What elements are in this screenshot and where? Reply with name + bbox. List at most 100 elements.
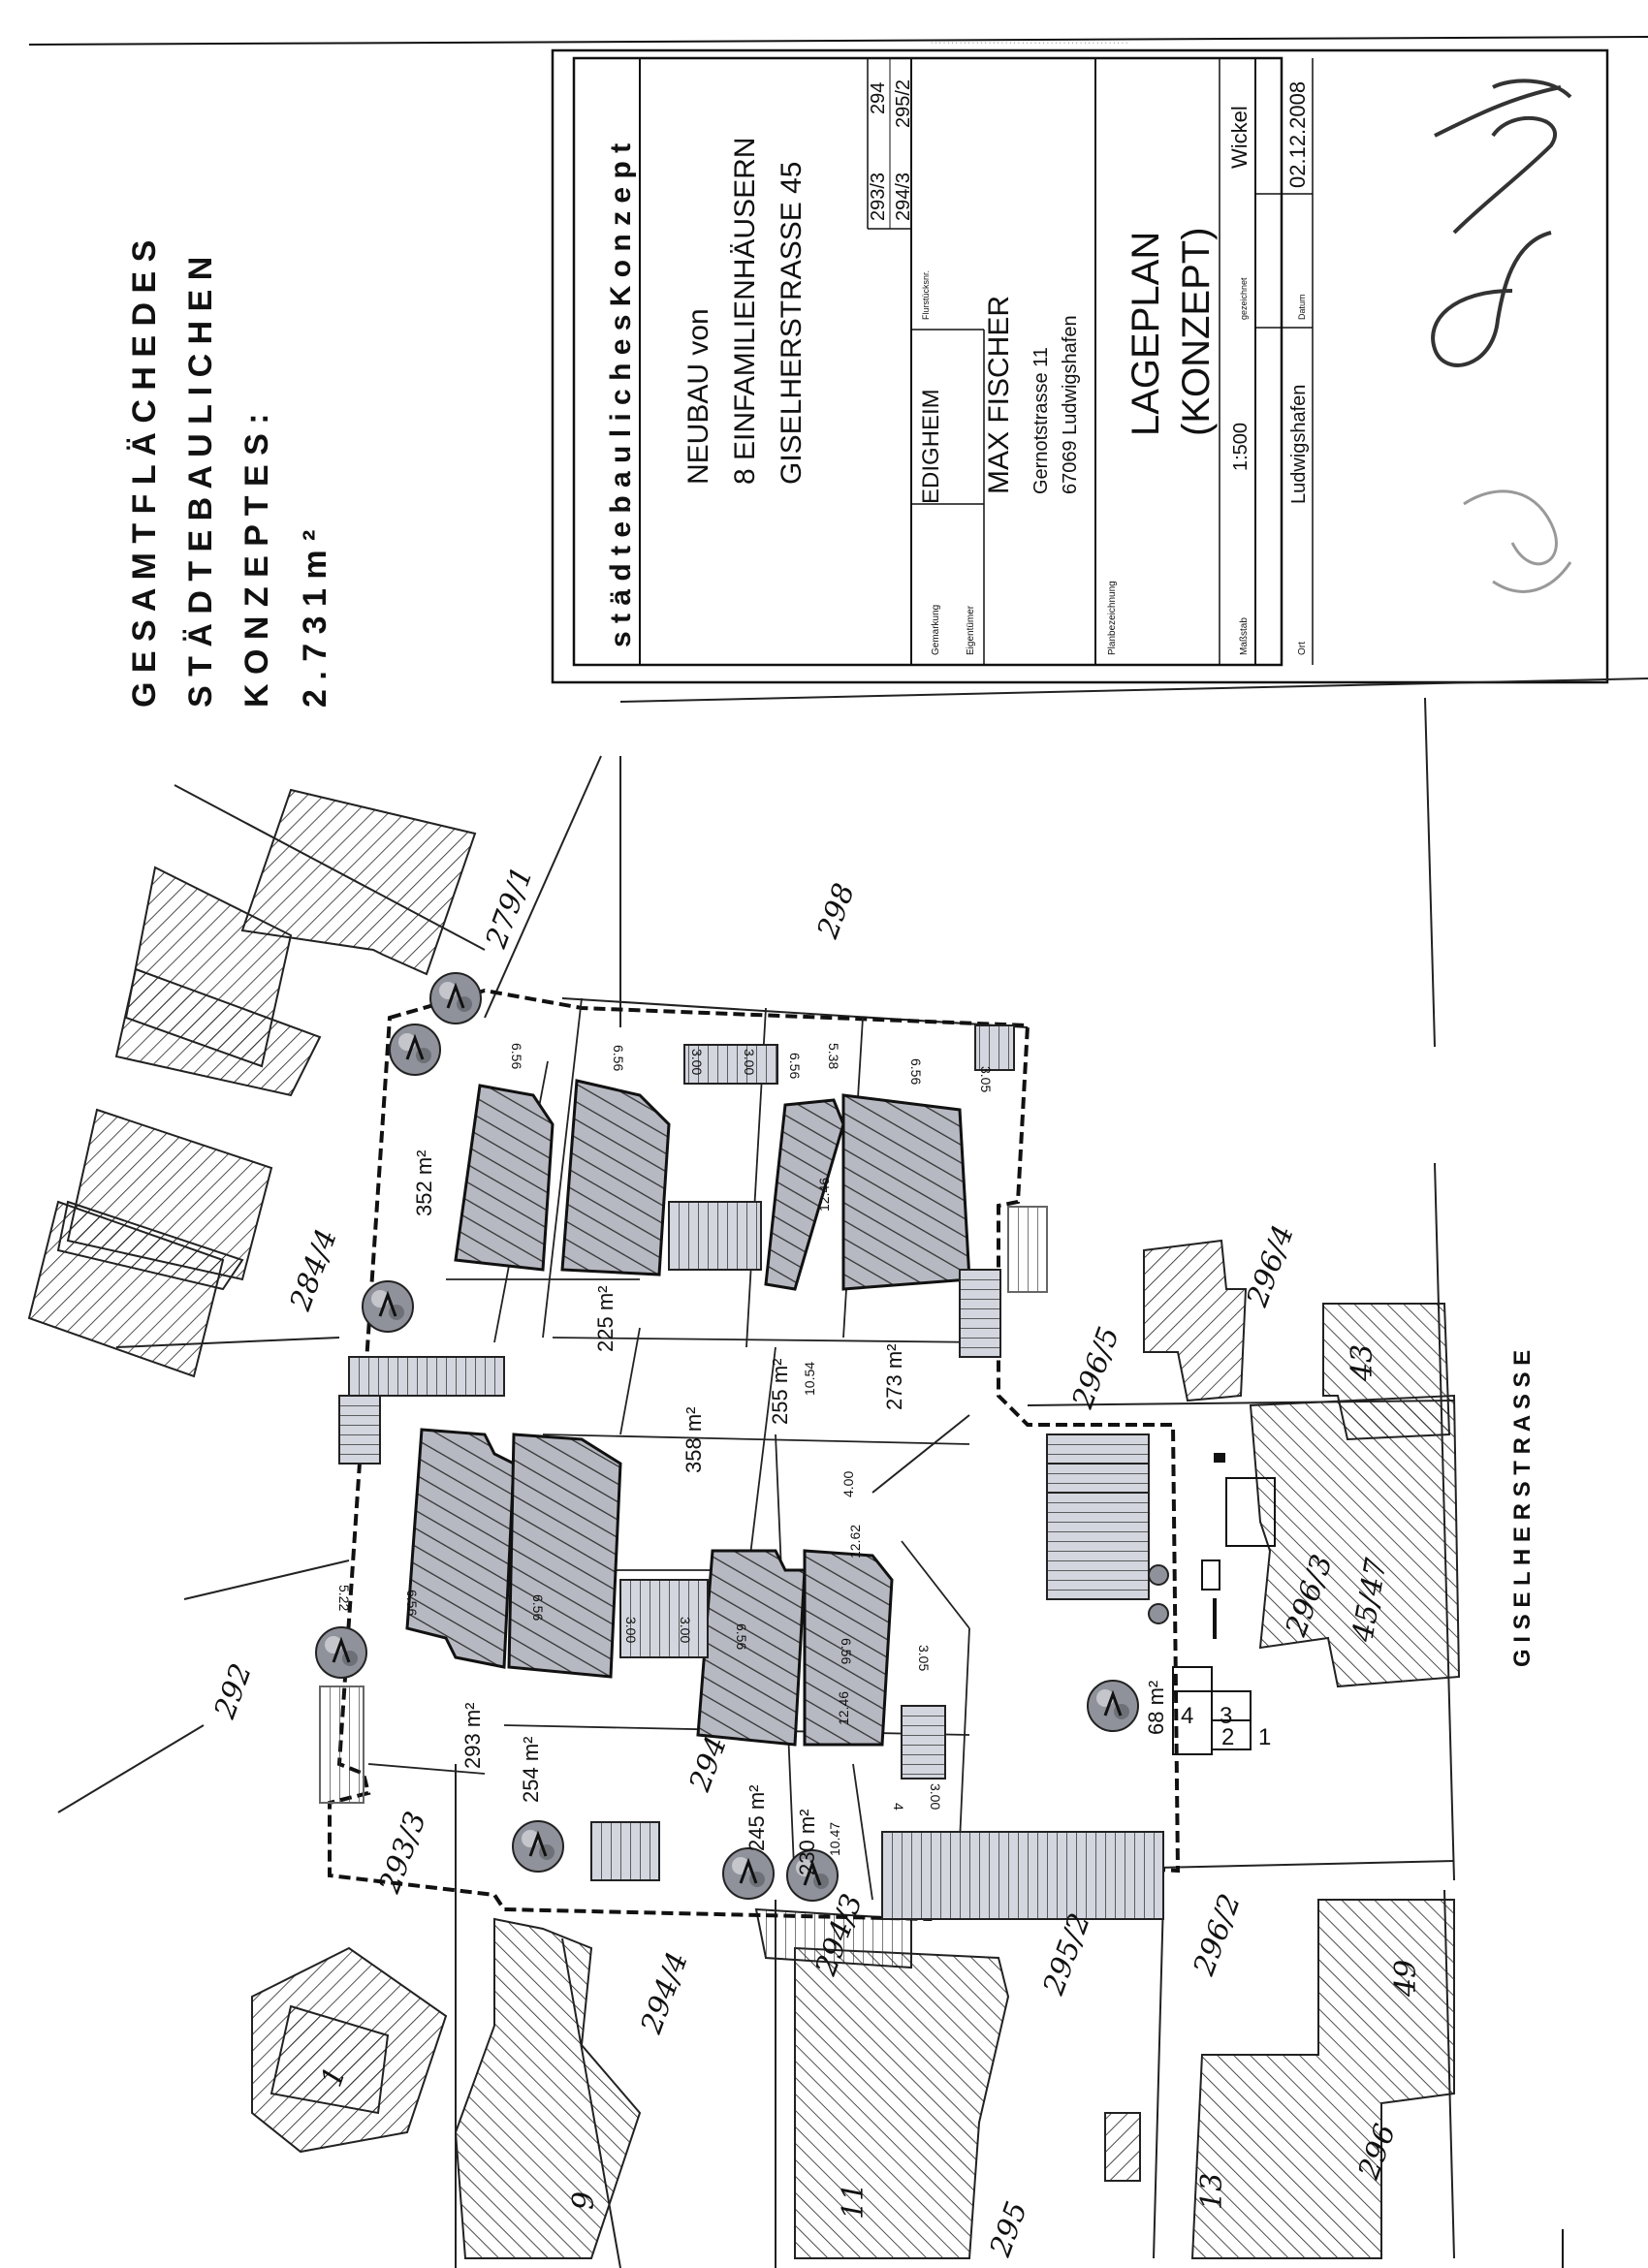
parcel-9: 9 [567, 2191, 601, 2210]
dim-21: 12.46 [836, 1691, 851, 1725]
dim-12: 12.62 [847, 1525, 863, 1559]
bin-4: 4 [1181, 1703, 1193, 1729]
parcel-298: 298 [810, 879, 862, 944]
eigentuemer-label: Eigentümer [966, 605, 976, 655]
dim-20: 3.05 [916, 1645, 932, 1671]
tree-icon [361, 1279, 415, 1334]
parcel-11: 11 [837, 2183, 871, 2220]
tree-icon [511, 1819, 565, 1874]
carports [319, 1024, 1164, 1920]
dim-18: 6.56 [734, 1623, 749, 1650]
dim-3: 3.00 [689, 1049, 705, 1075]
massstab-label: Maßstab [1239, 617, 1250, 655]
project-line1: NEUBAU von [682, 308, 714, 485]
dim-10: 10.54 [802, 1362, 817, 1396]
dim-5: 6.56 [787, 1053, 803, 1079]
project-line3: GISELHERSTRASSE 45 [776, 162, 808, 485]
lot-lines [367, 997, 990, 1901]
area-245: 245 m² [745, 1785, 769, 1851]
datum-label: Datum [1297, 294, 1307, 320]
dim-11: 4.00 [840, 1471, 856, 1497]
parcel-292: 292 [207, 1659, 259, 1724]
ort: Ludwigshafen [1288, 385, 1310, 504]
massstab: 1:500 [1230, 423, 1252, 471]
street-name: G I S E L H E R S T R A S S E [1509, 1350, 1536, 1667]
dim-8: 3.05 [978, 1066, 994, 1092]
parcel-295-2: 295/2 [1036, 1909, 1097, 2000]
flurstueck-row2-a: 294/3 [893, 173, 914, 221]
tree-icon [721, 1846, 776, 1901]
flurstueck-label: Flurstücksnr. [921, 270, 931, 320]
plan-title2: (KONZEPT) [1175, 227, 1218, 436]
area-255: 255 m² [768, 1359, 792, 1425]
dim-23: 10.47 [827, 1822, 842, 1856]
flurstueck-row1-b: 294 [868, 82, 889, 114]
gemarkung-label: Gemarkung [931, 605, 941, 655]
area-352: 352 m² [412, 1150, 436, 1216]
dim-17: 3.00 [678, 1617, 693, 1643]
title-block-header: s t ä d t e b a u l i c h e s K o n z e … [605, 143, 637, 647]
plan-title1: LAGEPLAN [1125, 232, 1167, 436]
dim-22: 3.00 [928, 1783, 943, 1810]
dim-1: 6.56 [509, 1043, 524, 1069]
dim-2: 6.56 [611, 1045, 626, 1071]
owner-street: Gernotstrasse 11 [1030, 347, 1052, 494]
bin-1: 1 [1258, 1724, 1271, 1750]
parcel-295: 295 [983, 2197, 1034, 2262]
bin-2: 2 [1221, 1724, 1234, 1750]
tree-icon [1086, 1679, 1140, 1733]
area-225: 225 m² [593, 1286, 618, 1352]
tree-icon [314, 1625, 368, 1680]
dim-7: 6.56 [908, 1058, 924, 1085]
project-line2: 8 EINFAMILIENHÄUSERN [729, 138, 761, 485]
flurstueck-row1-a: 293/3 [868, 173, 889, 221]
datum: 02.12.2008 [1285, 81, 1310, 188]
dim-13: 5.22 [336, 1585, 352, 1611]
area-254: 254 m² [519, 1737, 543, 1803]
heading-line3: K O N Z E P T E S : [238, 413, 275, 708]
parcel-294-4: 294/4 [634, 1948, 695, 2039]
dim-4: 3.00 [742, 1049, 757, 1075]
dim-6: 5.38 [826, 1043, 841, 1069]
dim-15: 6.56 [530, 1594, 546, 1621]
street-label: G I S E L H E R S T R A S S E [1509, 1350, 1536, 1667]
gezeichnet: Wickel [1227, 106, 1252, 169]
bin-3: 3 [1220, 1703, 1232, 1729]
trees [314, 971, 1169, 1903]
fax-header: · · · · · · · · · · · · · · · · · · · · … [931, 40, 1127, 47]
owner-name: MAX FISCHER [983, 296, 1015, 494]
dimension-labels: 6.56 6.56 3.00 3.00 6.56 5.38 6.56 3.05 … [336, 1043, 994, 1856]
dim-14: 6.56 [404, 1590, 420, 1616]
tree-icon [428, 971, 483, 1025]
heading-line1: G E S A M T F L Ä C H E D E S [126, 240, 163, 708]
parcel-43: 43 [1346, 1344, 1379, 1382]
heading: G E S A M T F L Ä C H E D E S S T Ä D T … [126, 240, 333, 708]
dim-19: 6.56 [839, 1638, 854, 1664]
parcel-294: 294 [682, 1732, 734, 1797]
total-area: 2 . 7 3 1 m ² [297, 530, 333, 708]
parcel-296-5: 296/5 [1065, 1323, 1126, 1414]
area-293: 293 m² [460, 1703, 485, 1769]
parcel-13: 13 [1195, 2173, 1229, 2210]
gezeichnet-label: gezeichnet [1239, 277, 1249, 320]
street-structures [1172, 1453, 1276, 1755]
area-68: 68 m² [1144, 1681, 1168, 1735]
houses [405, 1079, 971, 1747]
area-labels: 352 m² 225 m² 255 m² 273 m² 358 m² 293 m… [412, 1150, 1168, 1875]
ort-label: Ort [1297, 642, 1308, 655]
parcel-293-3: 293/3 [372, 1808, 433, 1899]
neighbour-buildings [27, 788, 1461, 2259]
parcel-284-4: 284/4 [283, 1225, 344, 1316]
parcel-49: 49 [1389, 1960, 1423, 1998]
dim-16: 3.00 [623, 1617, 639, 1643]
parcel-296-2: 296/2 [1187, 1890, 1248, 1981]
tree-icon [388, 1023, 442, 1077]
heading-line2: S T Ä D T E B A U L I C H E N [182, 257, 219, 708]
title-block: s t ä d t e b a u l i c h e s K o n z e … [551, 40, 1609, 684]
area-230: 230 m² [795, 1810, 819, 1875]
signature-graphic-2 [1463, 489, 1572, 593]
frame-line [28, 36, 1648, 46]
dim-9: 12.46 [816, 1178, 832, 1212]
parcel-296-4: 296/4 [1240, 1221, 1301, 1312]
